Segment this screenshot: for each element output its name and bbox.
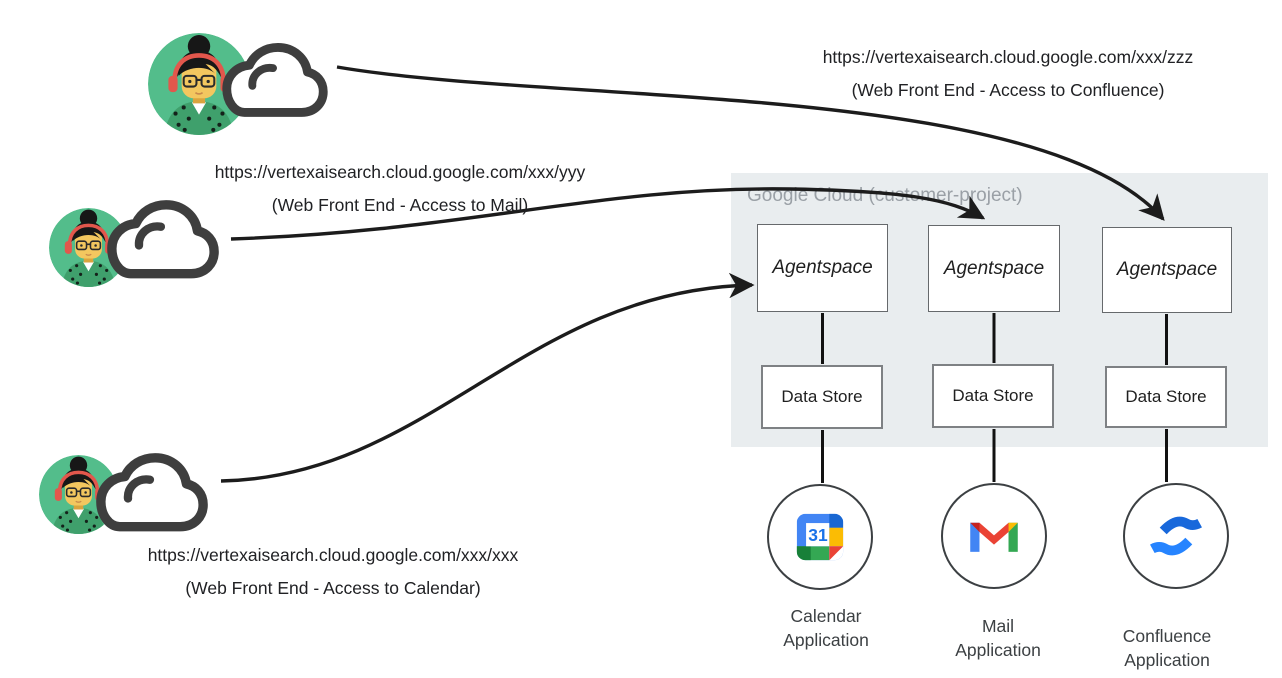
datastore-box-confluence: Data Store — [1105, 366, 1227, 428]
datastore-label: Data Store — [1125, 387, 1207, 406]
agentspace-label: Agentspace — [772, 257, 873, 278]
datastore-box-mail: Data Store — [932, 364, 1054, 428]
confluence-icon — [1144, 504, 1208, 568]
cloud-icon — [83, 439, 221, 535]
datastore-label: Data Store — [781, 387, 863, 406]
google-calendar-icon: 31 — [791, 508, 849, 566]
agentspace-box-confluence: Agentspace — [1102, 227, 1232, 313]
url-caption: (Web Front End - Access to Calendar) — [185, 577, 481, 598]
agentspace-label: Agentspace — [943, 257, 1045, 279]
datastore-label: Data Store — [952, 386, 1034, 405]
url-text: https://vertexaisearch.cloud.google.com/… — [147, 545, 519, 565]
url-block-calendar: https://vertexaisearch.cloud.google.com/… — [53, 539, 613, 604]
url-caption: (Web Front End - Access to Confluence) — [851, 79, 1165, 100]
google-cloud-label: Google Cloud (customer-project) — [747, 185, 1023, 206]
url-text: https://vertexaisearch.cloud.google.com/… — [822, 47, 1194, 67]
calendar-app-label: Calendar Application — [783, 606, 869, 650]
gmail-icon — [970, 522, 1018, 552]
url-block-mail: https://vertexaisearch.cloud.google.com/… — [120, 156, 680, 221]
agentspace-label: Agentspace — [1116, 259, 1218, 280]
confluence-app-label: Confluence Application — [1122, 626, 1212, 670]
agentspace-box-mail: Agentspace — [928, 225, 1060, 312]
calendar-app-circle: 31 — [767, 484, 873, 590]
url-text: https://vertexaisearch.cloud.google.com/… — [214, 162, 586, 182]
datastore-box-calendar: Data Store — [761, 365, 883, 429]
confluence-app-circle — [1123, 483, 1229, 589]
url-block-confluence: https://vertexaisearch.cloud.google.com/… — [728, 41, 1282, 106]
agentspace-box-calendar: Agentspace — [757, 224, 888, 312]
calendar-day-text: 31 — [808, 525, 828, 545]
arrow-calendar-user — [220, 272, 755, 483]
mail-app-label: Mail Application — [955, 616, 1041, 660]
url-caption: (Web Front End - Access to Mail) — [271, 194, 529, 215]
cloud-icon — [211, 28, 339, 122]
mail-app-circle — [941, 483, 1047, 589]
